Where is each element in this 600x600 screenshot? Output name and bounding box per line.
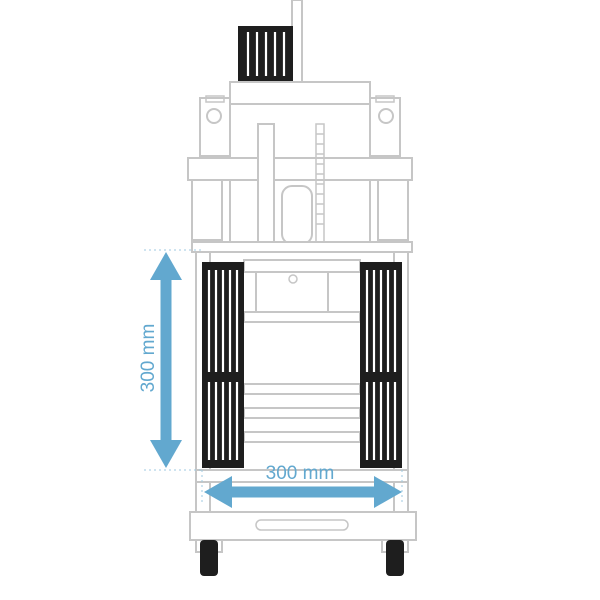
head-unit [199, 81, 401, 157]
handle-slot [255, 519, 349, 531]
right-wheel-icon [381, 539, 409, 576]
right-bolt-icon [378, 108, 394, 124]
height-dimension-arrow [150, 252, 182, 468]
center-frame [187, 103, 413, 245]
mast [291, 0, 303, 85]
drawer-knob-icon [288, 274, 298, 284]
top-knob [238, 26, 293, 82]
height-dimension-label: 300 mm [138, 324, 159, 393]
left-bolt-icon [206, 108, 222, 124]
left-pad [202, 262, 244, 468]
width-dimension-label: 300 mm [266, 463, 335, 484]
width-dimension-arrow [204, 476, 402, 508]
cart-base [189, 511, 417, 541]
left-wheel-icon [195, 539, 223, 576]
right-pad [360, 262, 402, 468]
drawer [255, 271, 329, 313]
